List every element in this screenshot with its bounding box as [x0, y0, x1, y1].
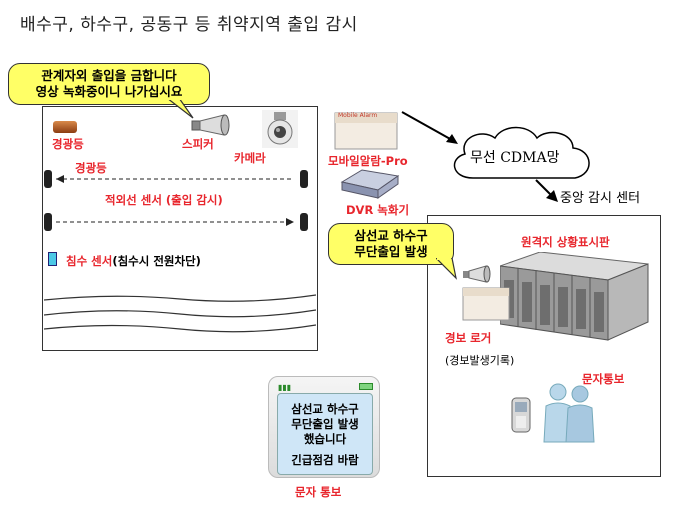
center-bubble-line2: 무단출입 발생 [354, 244, 428, 259]
ir-sensor-text: 적외선 센서 (출입 감시) [105, 193, 223, 207]
logger-label: 경보 로거 [445, 331, 492, 345]
sms-line2: 무단출입 발생 [291, 417, 359, 431]
ir-sensor-row [44, 213, 308, 231]
sms-caption: 문자 통보 [295, 485, 342, 499]
lamp-row [44, 170, 308, 188]
flood-sensor-text: 침수 센서 [66, 254, 113, 268]
sms-line3: 했습니다 [303, 432, 347, 446]
speaker-label: 스피커 [182, 137, 214, 151]
battery-icon [359, 383, 373, 390]
sms-phone: ▮▮▮ 삼선교 하수구 무단출입 발생 했습니다 긴급점검 바람 [268, 376, 380, 478]
dvr-label: DVR 녹화기 [346, 203, 410, 217]
board-label: 원격지 상황표시판 [521, 235, 610, 249]
speaker-icon [191, 114, 230, 136]
lamp-icon [53, 121, 77, 133]
dvr-icon [340, 169, 400, 199]
mobile-alarm-label: 모바일알람-Pro [328, 154, 408, 168]
people-icon [543, 383, 595, 443]
mobile-alarm-brand: Mobile Alarm [338, 112, 378, 119]
signal-icon: ▮▮▮ [278, 383, 292, 392]
camera-icon [262, 110, 298, 148]
sms-line4: 긴급점검 바람 [291, 453, 359, 467]
display-board-icon [500, 252, 649, 341]
sms-label: 문자통보 [582, 372, 625, 386]
center-label: 중앙 감시 센터 [560, 191, 641, 206]
sms-line1: 삼선교 하수구 [291, 402, 359, 416]
lamp-row-label: 경광등 [75, 161, 107, 175]
flood-sensor-label: 침수 센서(침수시 전원차단) [66, 253, 201, 269]
lamp-label: 경광등 [52, 137, 84, 151]
camera-label: 카메라 [234, 151, 266, 165]
water-lines [44, 294, 316, 333]
phone-icon [511, 397, 531, 433]
sensor-icon [48, 252, 57, 266]
center-bubble: 삼선교 하수구 무단출입 발생 [328, 223, 454, 265]
cloud-label: 무선 CDMA망 [470, 150, 560, 166]
uplink-arrow [401, 111, 458, 144]
downlink-arrow [535, 179, 558, 202]
logger-icon [462, 287, 510, 321]
sms-screen: 삼선교 하수구 무단출입 발생 했습니다 긴급점검 바람 [277, 393, 373, 475]
center-bubble-tail [436, 258, 457, 280]
logger-speaker-icon [463, 265, 491, 283]
mobile-alarm-icon [334, 112, 398, 150]
warning-bubble-tail [166, 98, 194, 119]
warning-line2: 영상 녹화중이니 나가십시요 [35, 84, 183, 99]
page-title: 배수구, 하수구, 공동구 등 취약지역 출입 감시 [20, 15, 358, 35]
flood-sensor-note: (침수시 전원차단) [112, 254, 201, 268]
warning-line1: 관계자외 출입을 금합니다 [41, 68, 177, 83]
warning-bubble: 관계자외 출입을 금합니다 영상 녹화중이니 나가십시요 [8, 63, 210, 105]
center-bubble-line1: 삼선교 하수구 [354, 228, 428, 243]
cloud-icon [453, 126, 590, 179]
ir-sensor-label: 적외선 센서 (출입 감시) [105, 192, 223, 208]
logger-note: (경보발생기록) [445, 354, 515, 367]
